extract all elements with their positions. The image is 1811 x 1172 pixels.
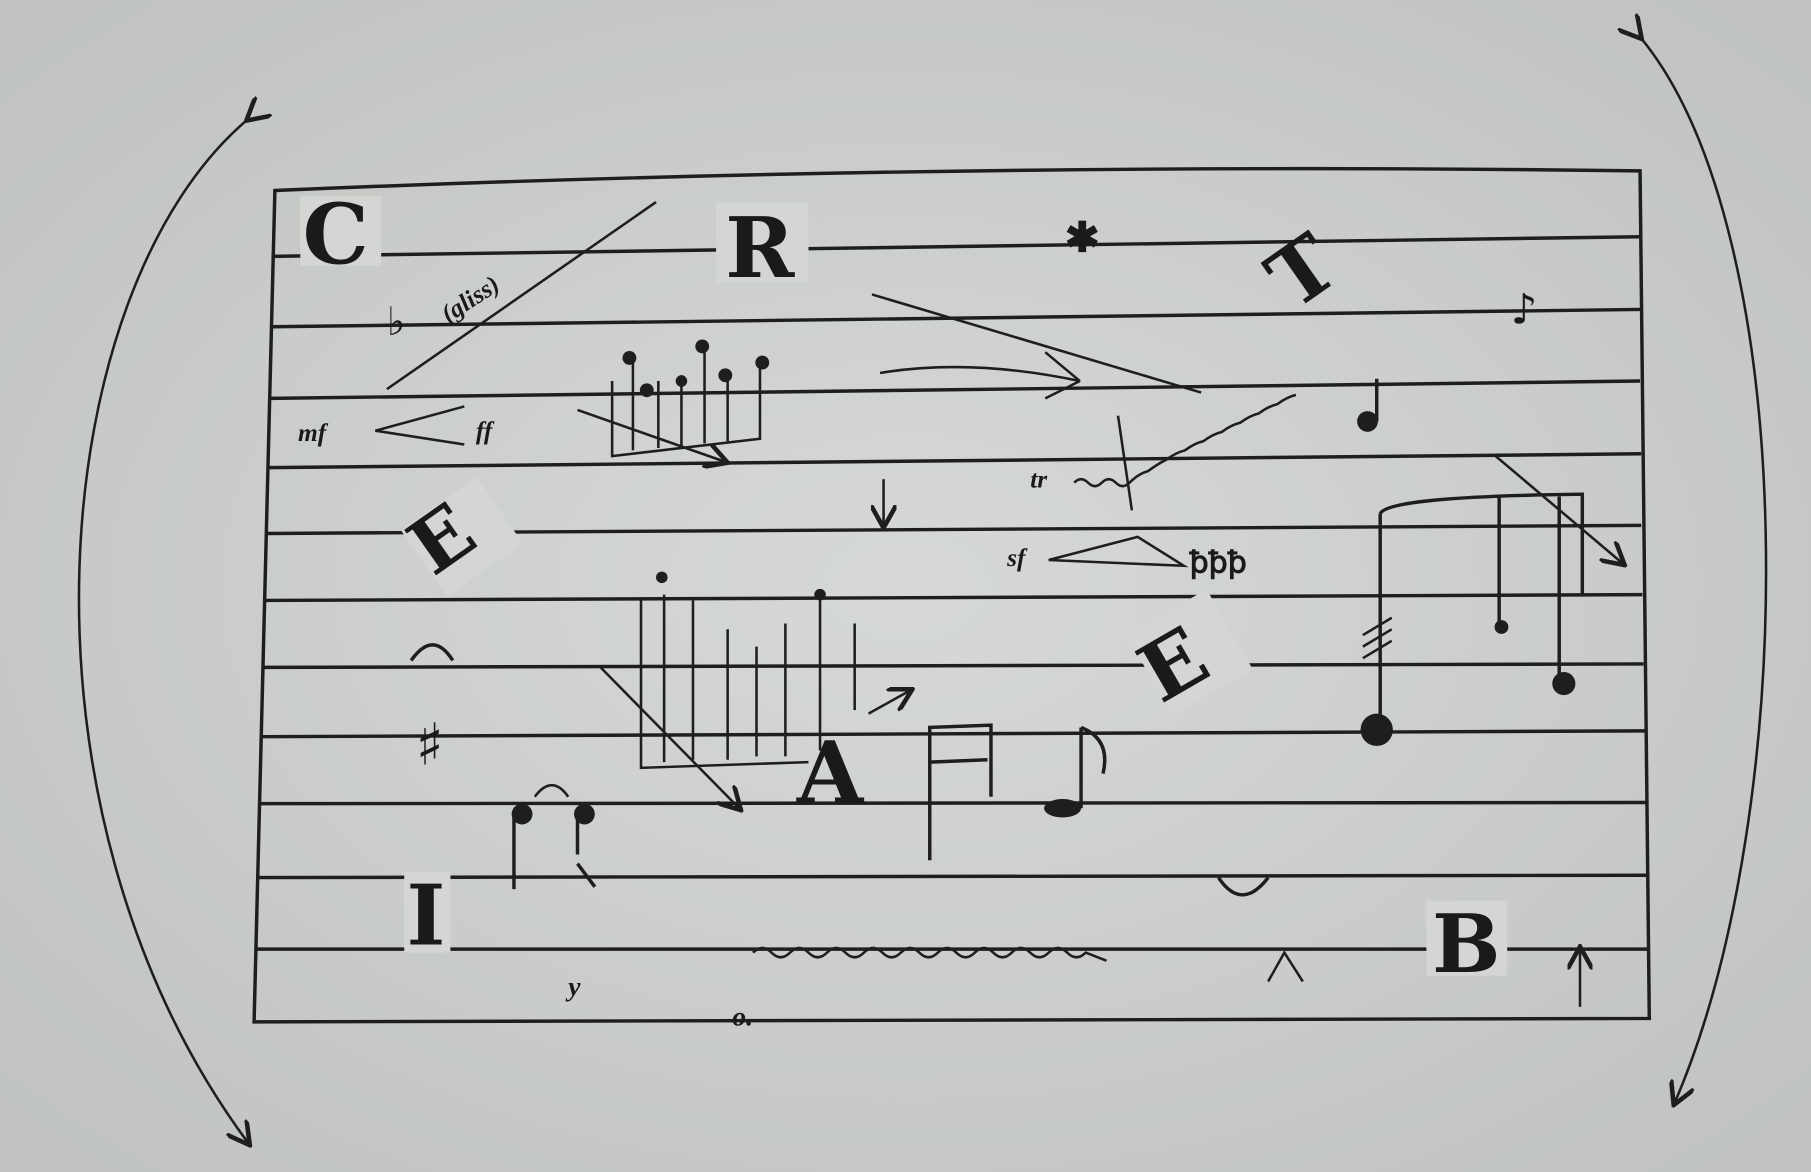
tied-notes-icon <box>511 783 597 890</box>
bottom-wave-line <box>752 946 1107 962</box>
tr-marking: tr <box>1030 465 1048 493</box>
fermata-icon <box>409 643 455 662</box>
ff-marking: ff <box>476 417 495 445</box>
sf-marking: sf <box>1006 544 1028 572</box>
flag-figure <box>928 723 993 861</box>
left-curved-arrow-icon <box>77 119 248 1143</box>
small-note-icon: ♪ <box>1511 284 1538 333</box>
crescendo-hairpin <box>375 405 465 446</box>
accent-icon <box>1267 950 1304 983</box>
letter-r: R <box>725 199 795 297</box>
upper-note-cluster <box>577 339 770 461</box>
trill-wave <box>1073 393 1297 488</box>
glissando-line <box>386 201 657 391</box>
repeated-notes-icon: ꝥꝥꝥ <box>1189 546 1247 581</box>
letter-i: I <box>407 867 446 965</box>
score-frame <box>252 166 1652 1024</box>
sharp-icon: ♯ <box>416 710 444 778</box>
beamed-note-group <box>1360 492 1585 746</box>
asterisk-icon: ✱ <box>1065 213 1100 262</box>
lower-note-cluster <box>599 571 911 809</box>
y-marking: y <box>565 970 581 1001</box>
inverted-fermata-icon <box>1217 876 1270 897</box>
flat-icon: ♭ <box>387 299 406 345</box>
curved-arrow <box>879 351 1081 400</box>
quarter-note-icon <box>1357 378 1379 432</box>
decrescendo-hairpin <box>1048 535 1189 568</box>
upper-diagonal-arrow <box>871 293 1202 394</box>
letter-a: A <box>796 724 865 824</box>
letter-c: C <box>303 185 369 283</box>
letter-b: B <box>1432 897 1500 992</box>
eighth-note-icon <box>1044 725 1107 818</box>
mf-marking: mf <box>298 419 329 447</box>
o-marking: o. <box>732 1000 753 1031</box>
right-curved-arrow-icon <box>1640 37 1768 1103</box>
